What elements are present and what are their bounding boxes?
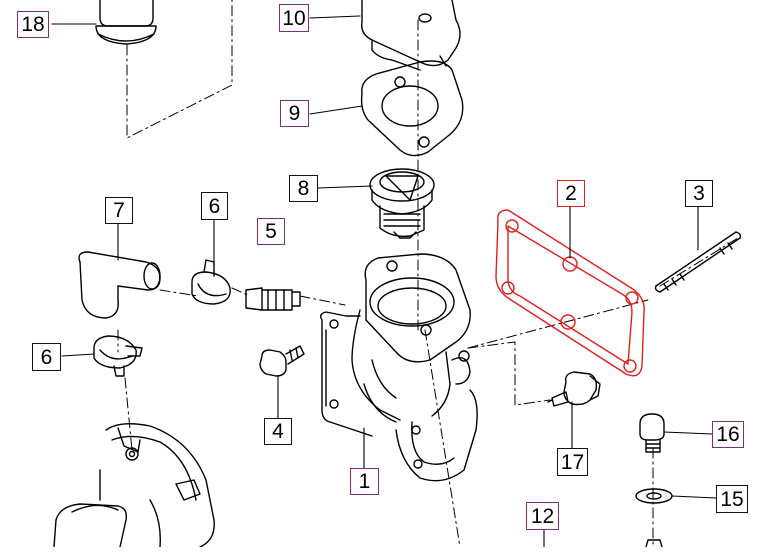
part-18-outlet-pipe[interactable] <box>95 0 157 45</box>
callout-6-lower[interactable]: 6 <box>32 343 61 371</box>
callout-12[interactable]: 12 <box>526 502 559 530</box>
part-9-gasket[interactable] <box>360 60 464 157</box>
part-6-hose-clamp-lower[interactable] <box>93 335 143 377</box>
part-1-thermostat-housing[interactable] <box>319 253 478 482</box>
callout-9[interactable]: 9 <box>280 100 309 127</box>
center-lines <box>117 0 739 548</box>
part-17-temperature-sensor[interactable] <box>547 371 601 407</box>
callout-5[interactable]: 5 <box>257 218 285 245</box>
callout-8[interactable]: 8 <box>289 175 318 202</box>
part-4-bolt[interactable] <box>259 345 305 377</box>
callout-1[interactable]: 1 <box>350 468 379 495</box>
part-2-gasket-highlighted[interactable] <box>495 209 645 377</box>
callout-18[interactable]: 18 <box>17 11 49 38</box>
callout-2[interactable]: 2 <box>557 180 585 207</box>
callout-10[interactable]: 10 <box>279 4 309 32</box>
part-15-washer[interactable] <box>635 488 673 504</box>
leader-lines <box>51 15 717 548</box>
callout-4[interactable]: 4 <box>264 418 292 445</box>
callout-6-upper[interactable]: 6 <box>201 192 228 220</box>
water-pump-housing <box>53 423 215 548</box>
part-10-water-outlet[interactable] <box>361 0 461 71</box>
callout-3[interactable]: 3 <box>685 180 713 207</box>
callout-15[interactable]: 15 <box>716 485 748 513</box>
part-3-stud-bolt[interactable] <box>654 231 742 293</box>
part-12-fitting[interactable] <box>645 539 663 548</box>
part-16-drain-bolt[interactable] <box>639 413 665 453</box>
callout-17[interactable]: 17 <box>557 448 588 476</box>
part-5-nipple[interactable] <box>245 287 301 311</box>
callout-16[interactable]: 16 <box>712 421 744 448</box>
callout-7[interactable]: 7 <box>105 197 133 224</box>
part-6-hose-clamp-upper[interactable] <box>191 259 231 305</box>
part-7-bypass-hose[interactable] <box>78 251 161 319</box>
part-8-thermostat[interactable] <box>369 168 435 239</box>
